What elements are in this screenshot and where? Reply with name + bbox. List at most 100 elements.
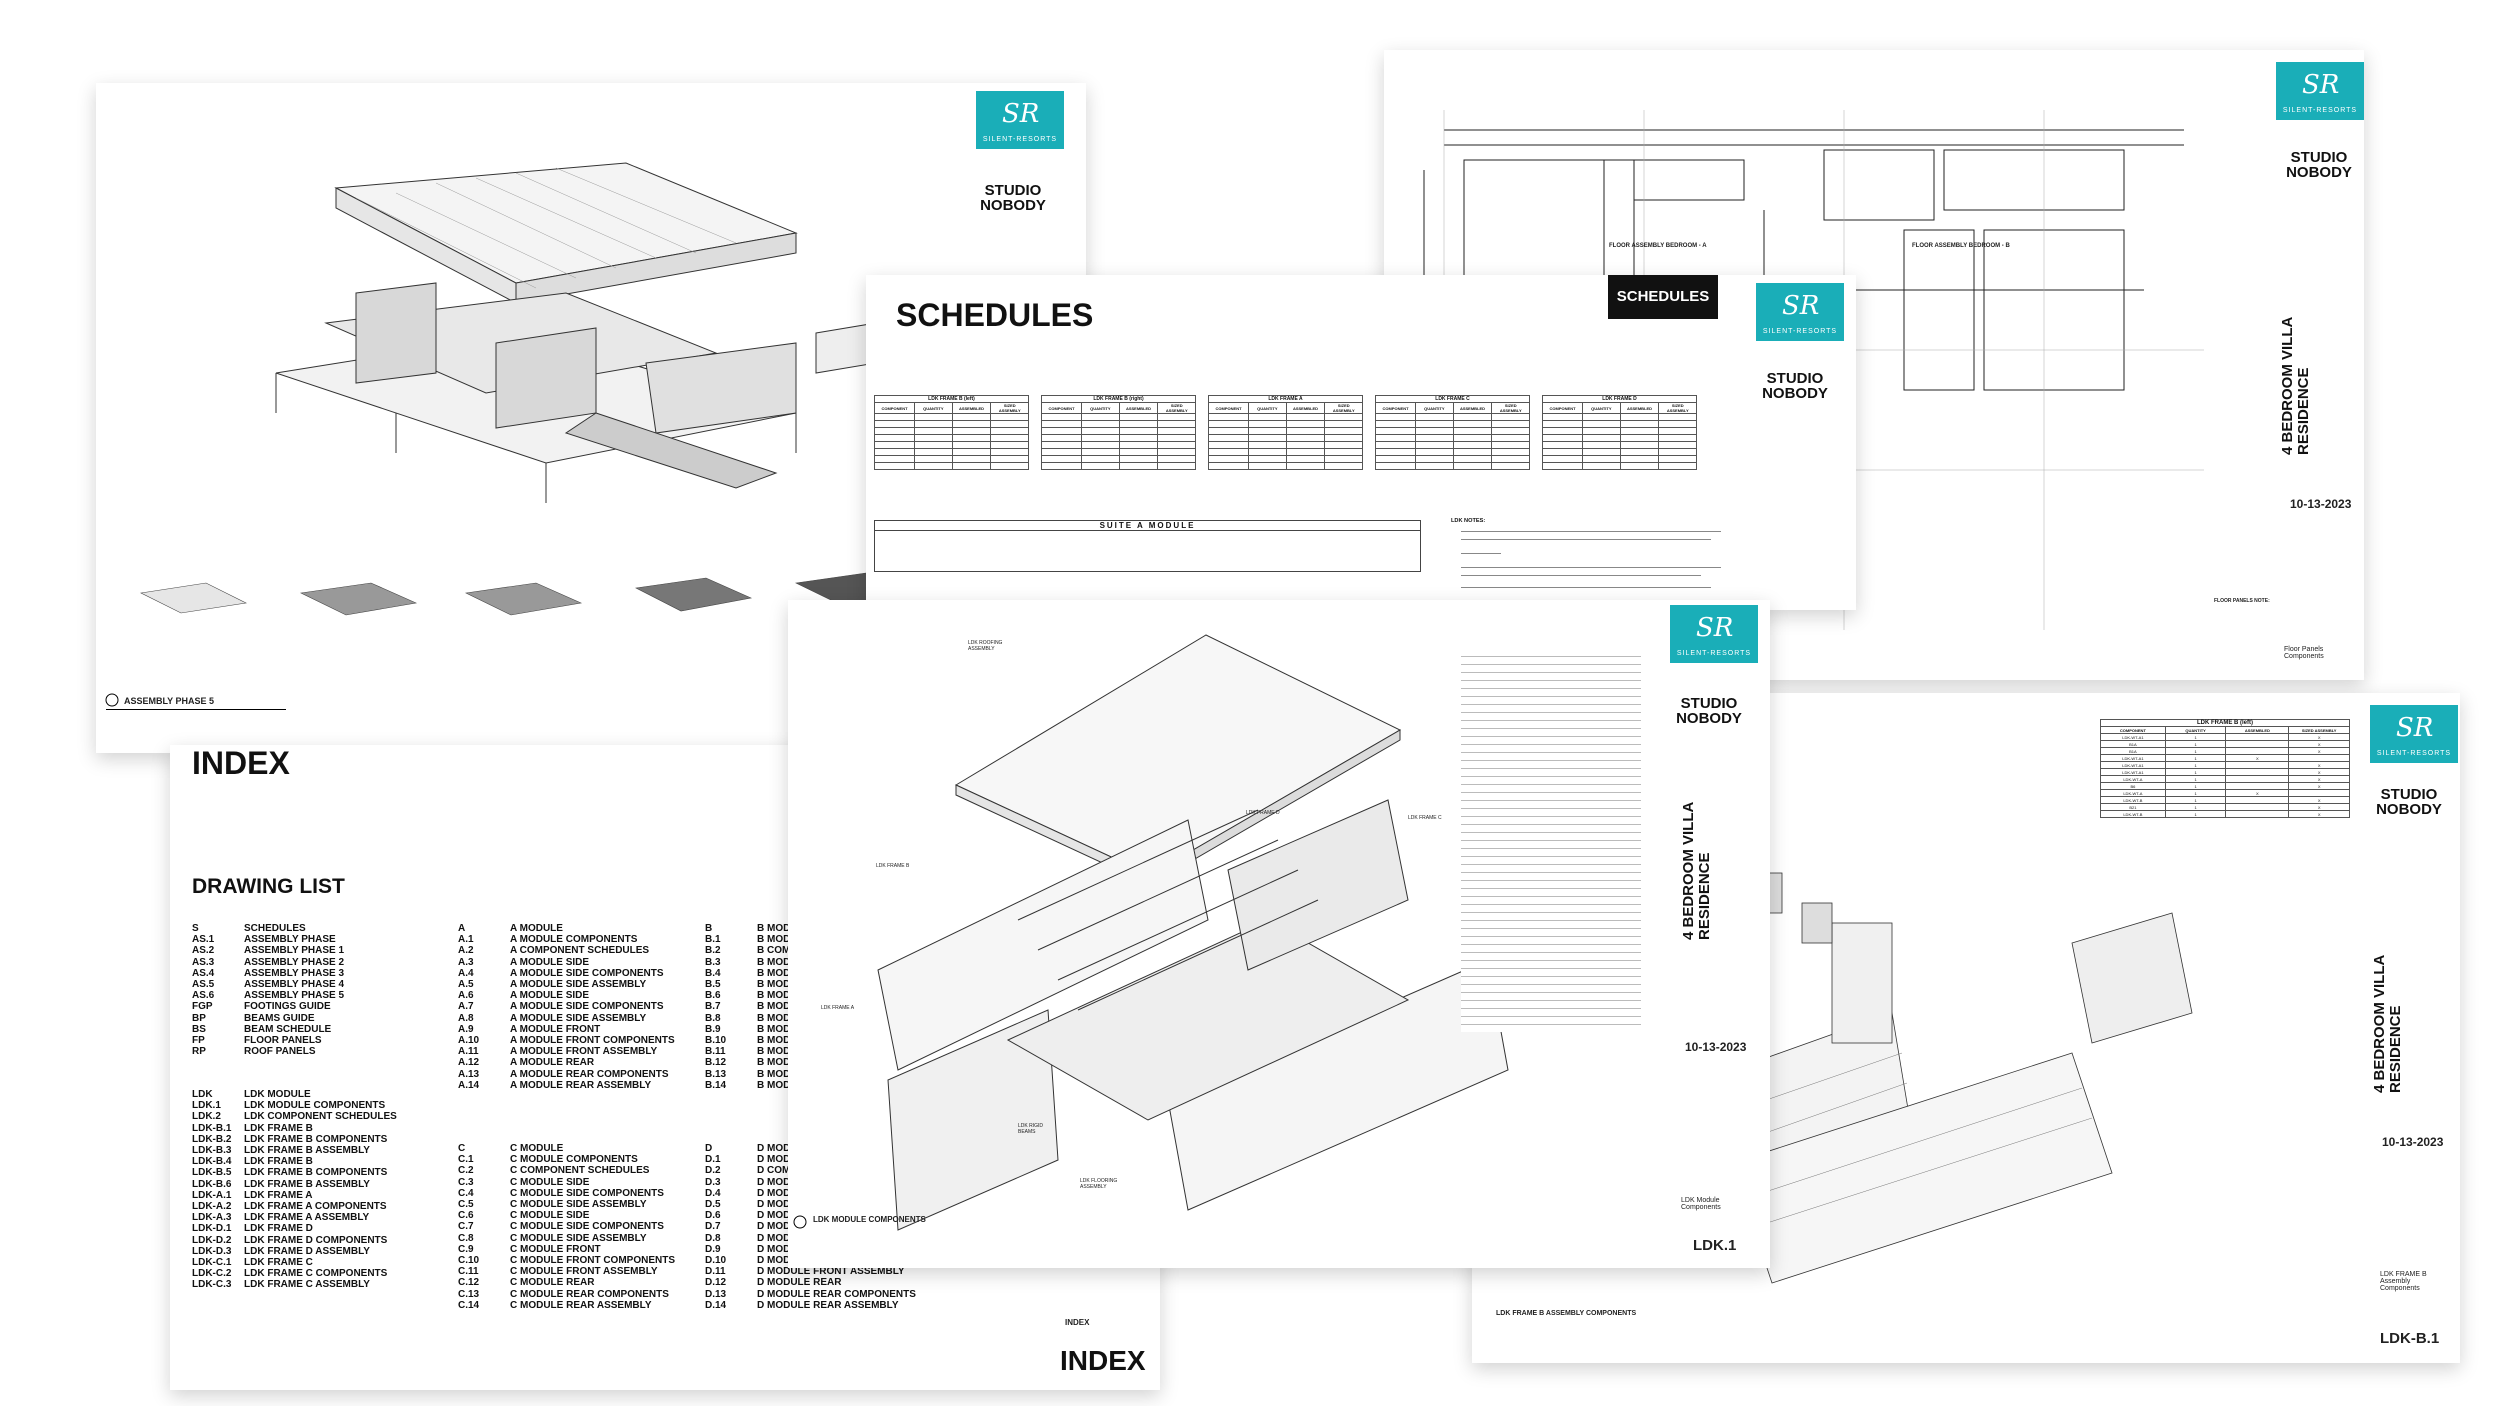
silent-resorts-logo: SR SILENT-RESORTS <box>976 91 1064 149</box>
callout-frame-a: LDK FRAME A <box>821 1005 855 1011</box>
silent-resorts-logo: SR SILENT-RESORTS <box>1756 283 1844 341</box>
callout-rigid-beams: LDK RIGID BEAMS <box>1018 1123 1044 1135</box>
sheet-ldk-module[interactable]: LDK ROOFING ASSEMBLY LDK FRAME D LDK FRA… <box>788 600 1770 1268</box>
table-header: COMPONENT <box>2100 726 2166 734</box>
frame-b-table-title: LDK FRAME B (left) <box>2100 719 2350 726</box>
callout-frame-b: LDK FRAME B <box>876 863 910 869</box>
schedules-title: SCHEDULES <box>896 297 1094 333</box>
floor-label-bedroom-a: FLOOR ASSEMBLY BEDROOM - A <box>1609 243 1707 249</box>
frame-schedule-title: LDK FRAME D <box>1542 395 1697 402</box>
table-header: QUANTITY <box>2164 726 2227 734</box>
silent-resorts-logo: SR SILENT-RESORTS <box>2370 705 2458 763</box>
sheet-schedules[interactable]: SCHEDULES SCHEDULES SR SILENT-RESORTS ST… <box>866 275 1856 610</box>
callout-frame-c: LDK FRAME C <box>1408 815 1442 821</box>
schedules-tab[interactable]: SCHEDULES <box>1608 275 1718 319</box>
frame-schedule-title: LDK FRAME C <box>1375 395 1530 402</box>
silent-resorts-logo: SR SILENT-RESORTS <box>1670 605 1758 663</box>
index-footer-label: INDEX <box>1065 1318 1090 1327</box>
ldk-caption: LDK MODULE COMPONENTS <box>813 1215 926 1224</box>
callout-frame-d: LDK FRAME D <box>1246 810 1280 816</box>
suite-a-table: SUITE A MODULE <box>874 520 1421 572</box>
assembly-caption: ASSEMBLY PHASE 5 <box>124 696 215 706</box>
frame-schedule-title: LDK FRAME A <box>1208 395 1363 402</box>
index-title: INDEX <box>192 745 290 781</box>
